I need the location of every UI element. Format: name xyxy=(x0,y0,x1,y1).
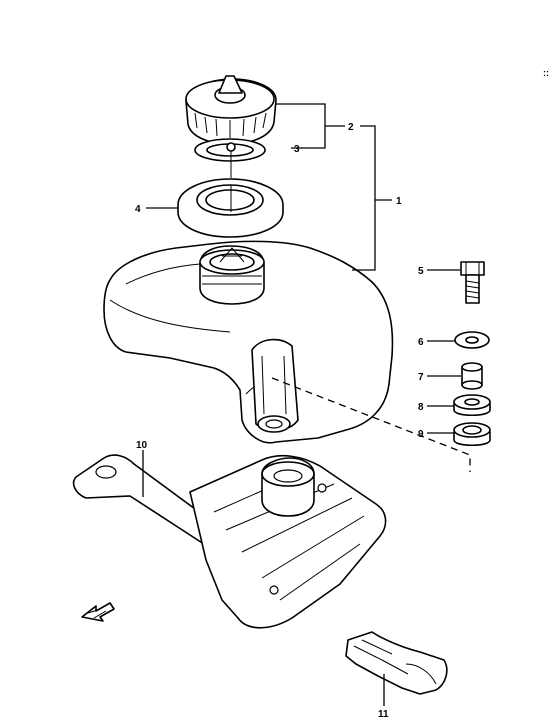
callout-4: 4 xyxy=(135,204,141,215)
callout-6: 6 xyxy=(418,337,424,348)
callout-10: 10 xyxy=(136,440,148,451)
callout-1: 1 xyxy=(396,196,402,207)
callout-numbers: 2 3 1 4 5 6 7 8 9 10 11 xyxy=(135,122,424,720)
callout-11: 11 xyxy=(378,709,389,720)
callout-3: 3 xyxy=(294,144,300,155)
callout-8: 8 xyxy=(418,402,424,413)
callout-7: 7 xyxy=(418,372,424,383)
callout-9: 9 xyxy=(418,429,424,440)
cap-gasket xyxy=(194,138,266,178)
washer xyxy=(454,331,490,349)
filler-ring xyxy=(177,178,284,238)
fuel-cap xyxy=(185,75,277,145)
corner-mark: :: xyxy=(543,68,549,78)
grommet-upper xyxy=(453,394,491,417)
fuel-tank xyxy=(103,240,394,444)
accessory-pouch xyxy=(345,631,448,695)
callout-5: 5 xyxy=(418,266,424,277)
collar xyxy=(461,362,483,390)
grommet-lower xyxy=(453,422,491,447)
direction-arrow-icon xyxy=(81,602,115,622)
bolt xyxy=(460,261,485,304)
callout-2: 2 xyxy=(348,122,354,133)
leader-lines xyxy=(142,103,471,706)
tank-bracket xyxy=(72,454,387,629)
